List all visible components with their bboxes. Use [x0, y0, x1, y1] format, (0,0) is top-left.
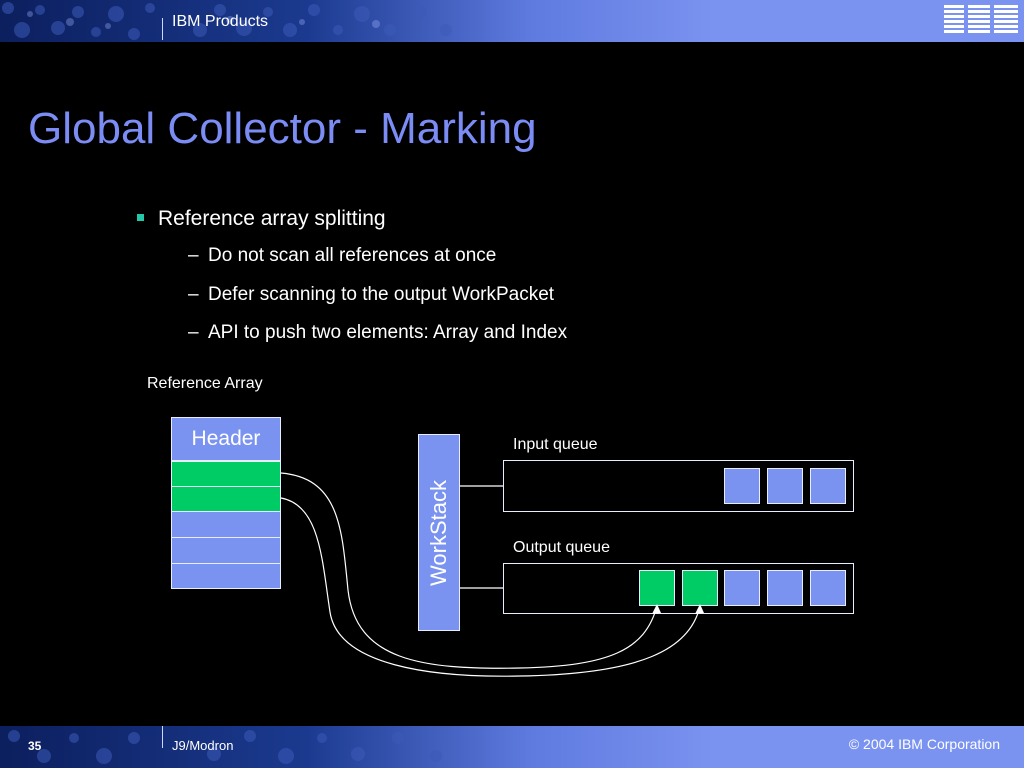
sub-bullet-1: –Do not scan all references at once [188, 245, 496, 267]
array-cell [171, 563, 281, 589]
reference-array-label: Reference Array [147, 375, 263, 392]
input-queue-item [810, 468, 846, 504]
header-divider [162, 18, 163, 40]
output-queue-item [767, 570, 803, 606]
dash-icon: – [188, 322, 199, 343]
bullet-square-icon [137, 214, 144, 221]
bullet-main-text: Reference array splitting [158, 207, 386, 230]
input-queue-item [724, 468, 760, 504]
decorative-dot-pattern [2, 2, 452, 40]
output-queue-label: Output queue [513, 539, 610, 556]
dash-icon: – [188, 245, 199, 266]
workstack-box [418, 434, 460, 631]
sub-bullet-text: Do not scan all references at once [208, 245, 497, 266]
array-cell [171, 486, 281, 512]
page-number: 35 [28, 739, 42, 753]
sub-bullet-text: API to push two elements: Array and Inde… [208, 322, 568, 343]
input-queue-item [767, 468, 803, 504]
array-to-output-arrow-2 [280, 497, 701, 677]
bullet-main: Reference array splitting [137, 207, 386, 231]
product-name: IBM Products [172, 13, 269, 30]
footer-left-text: J9/Modron [172, 738, 234, 753]
output-queue-item [724, 570, 760, 606]
array-to-output-arrow-1 [280, 472, 658, 669]
top-banner: IBM Products I [0, 0, 1024, 42]
footer-divider [162, 726, 163, 748]
decorative-dot-pattern [8, 730, 442, 764]
output-queue-item [810, 570, 846, 606]
footer-banner: 35 J9/Modron © 2004 IBM Corporation [0, 726, 1024, 768]
sub-bullet-text: Defer scanning to the output WorkPacket [208, 284, 555, 305]
copyright-text: © 2004 IBM Corporation [848, 736, 1000, 752]
array-header-text: Header [191, 427, 261, 450]
slide-title: Global Collector - Marking [28, 104, 537, 153]
arrowhead-icon [695, 604, 704, 614]
input-queue-label: Input queue [513, 436, 598, 453]
sub-bullet-2: –Defer scanning to the output WorkPacket [188, 284, 554, 306]
array-header-cell [171, 417, 281, 461]
arrowhead-icon [652, 604, 661, 614]
ibm-logo: I [944, 5, 1018, 33]
dash-icon: – [188, 284, 199, 305]
sub-bullet-3: –API to push two elements: Array and Ind… [188, 322, 567, 344]
